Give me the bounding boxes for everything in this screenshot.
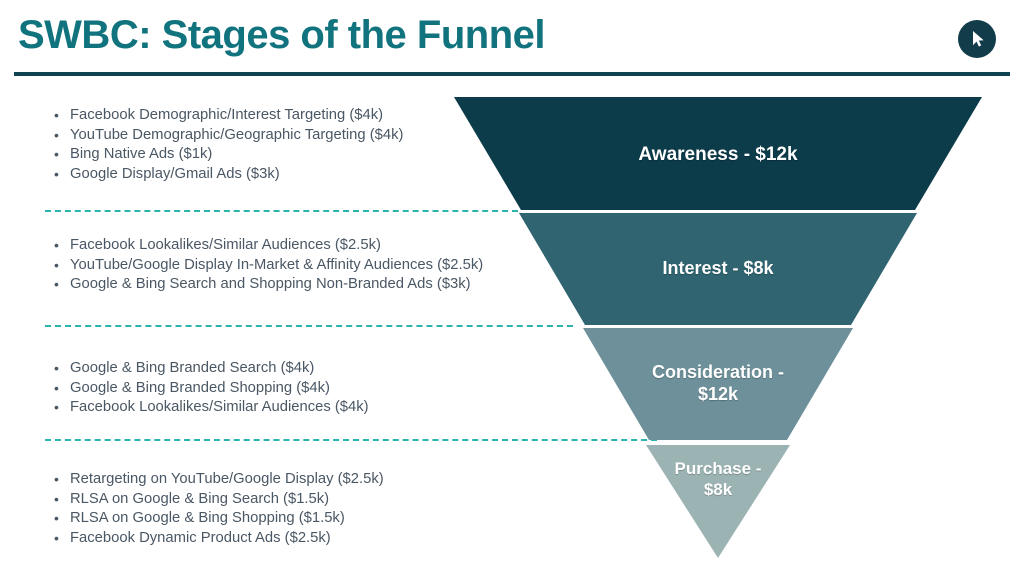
section-separator — [45, 325, 573, 327]
list-item-label: RLSA on Google & Bing Search ($1.5k) — [70, 490, 330, 507]
bullet-marker: • — [54, 146, 59, 163]
list-item: • Facebook Demographic/Interest Targetin… — [48, 106, 448, 126]
list-item-label: YouTube/Google Display In-Market & Affin… — [70, 256, 484, 273]
list-item-label: Facebook Dynamic Product Ads ($2.5k) — [70, 529, 331, 546]
list-item-label: Facebook Demographic/Interest Targeting … — [70, 107, 384, 123]
bullet-group-purchase: • Retargeting on YouTube/Google Display … — [48, 470, 468, 548]
bullet-marker: • — [54, 379, 59, 396]
cursor-arrow-icon[interactable] — [958, 20, 996, 58]
bullet-marker: • — [54, 107, 59, 123]
list-item: • Bing Native Ads ($1k) — [48, 145, 448, 165]
funnel-diagram: Awareness - $12k Interest - $8k Consider… — [450, 95, 986, 561]
list-item-label: RLSA on Google & Bing Shopping ($1.5k) — [70, 510, 345, 527]
bullet-marker: • — [54, 490, 59, 507]
section-separator — [45, 210, 518, 212]
list-item: • Facebook Lookalikes/Similar Audiences … — [48, 398, 468, 418]
list-item-label: Retargeting on YouTube/Google Display ($… — [70, 471, 384, 487]
list-item-label: Google & Bing Search and Shopping Non-Br… — [70, 276, 471, 293]
list-item: • YouTube Demographic/Geographic Targeti… — [48, 126, 448, 146]
list-item: • RLSA on Google & Bing Shopping ($1.5k) — [48, 509, 468, 529]
bullet-group-awareness: • Facebook Demographic/Interest Targetin… — [48, 106, 448, 184]
list-item: • Google & Bing Branded Search ($4k) — [48, 359, 468, 379]
list-item: • Google & Bing Search and Shopping Non-… — [48, 275, 548, 295]
page-title: SWBC: Stages of the Funnel — [18, 13, 546, 57]
bullet-marker: • — [54, 237, 59, 253]
bullet-group-consideration: • Google & Bing Branded Search ($4k) • G… — [48, 359, 468, 418]
list-item: • Facebook Lookalikes/Similar Audiences … — [48, 236, 548, 256]
bullet-marker: • — [54, 276, 59, 293]
list-item: • Google & Bing Branded Shopping ($4k) — [48, 379, 468, 399]
list-item-label: Google & Bing Branded Search ($4k) — [70, 360, 315, 376]
list-item-label: Google Display/Gmail Ads ($3k) — [70, 165, 280, 182]
list-item: • Google Display/Gmail Ads ($3k) — [48, 165, 448, 185]
list-item-label: Bing Native Ads ($1k) — [70, 146, 213, 163]
list-item-label: YouTube Demographic/Geographic Targeting… — [70, 126, 404, 143]
bullet-marker: • — [54, 471, 59, 487]
list-item-label: Google & Bing Branded Shopping ($4k) — [70, 379, 330, 396]
bullet-marker: • — [54, 165, 59, 182]
bullet-marker: • — [54, 510, 59, 527]
list-item-label: Facebook Lookalikes/Similar Audiences ($… — [70, 399, 369, 416]
list-item: • YouTube/Google Display In-Market & Aff… — [48, 256, 548, 276]
bullet-group-interest: • Facebook Lookalikes/Similar Audiences … — [48, 236, 548, 295]
list-item: • Retargeting on YouTube/Google Display … — [48, 470, 468, 490]
bullet-marker: • — [54, 256, 59, 273]
section-separator — [45, 439, 657, 441]
list-item: • RLSA on Google & Bing Search ($1.5k) — [48, 490, 468, 510]
bullet-marker: • — [54, 529, 59, 546]
bullet-marker: • — [54, 360, 59, 376]
list-item: • Facebook Dynamic Product Ads ($2.5k) — [48, 529, 468, 549]
title-divider-rule — [14, 72, 1010, 76]
bullet-marker: • — [54, 126, 59, 143]
bullet-marker: • — [54, 399, 59, 416]
list-item-label: Facebook Lookalikes/Similar Audiences ($… — [70, 237, 381, 253]
